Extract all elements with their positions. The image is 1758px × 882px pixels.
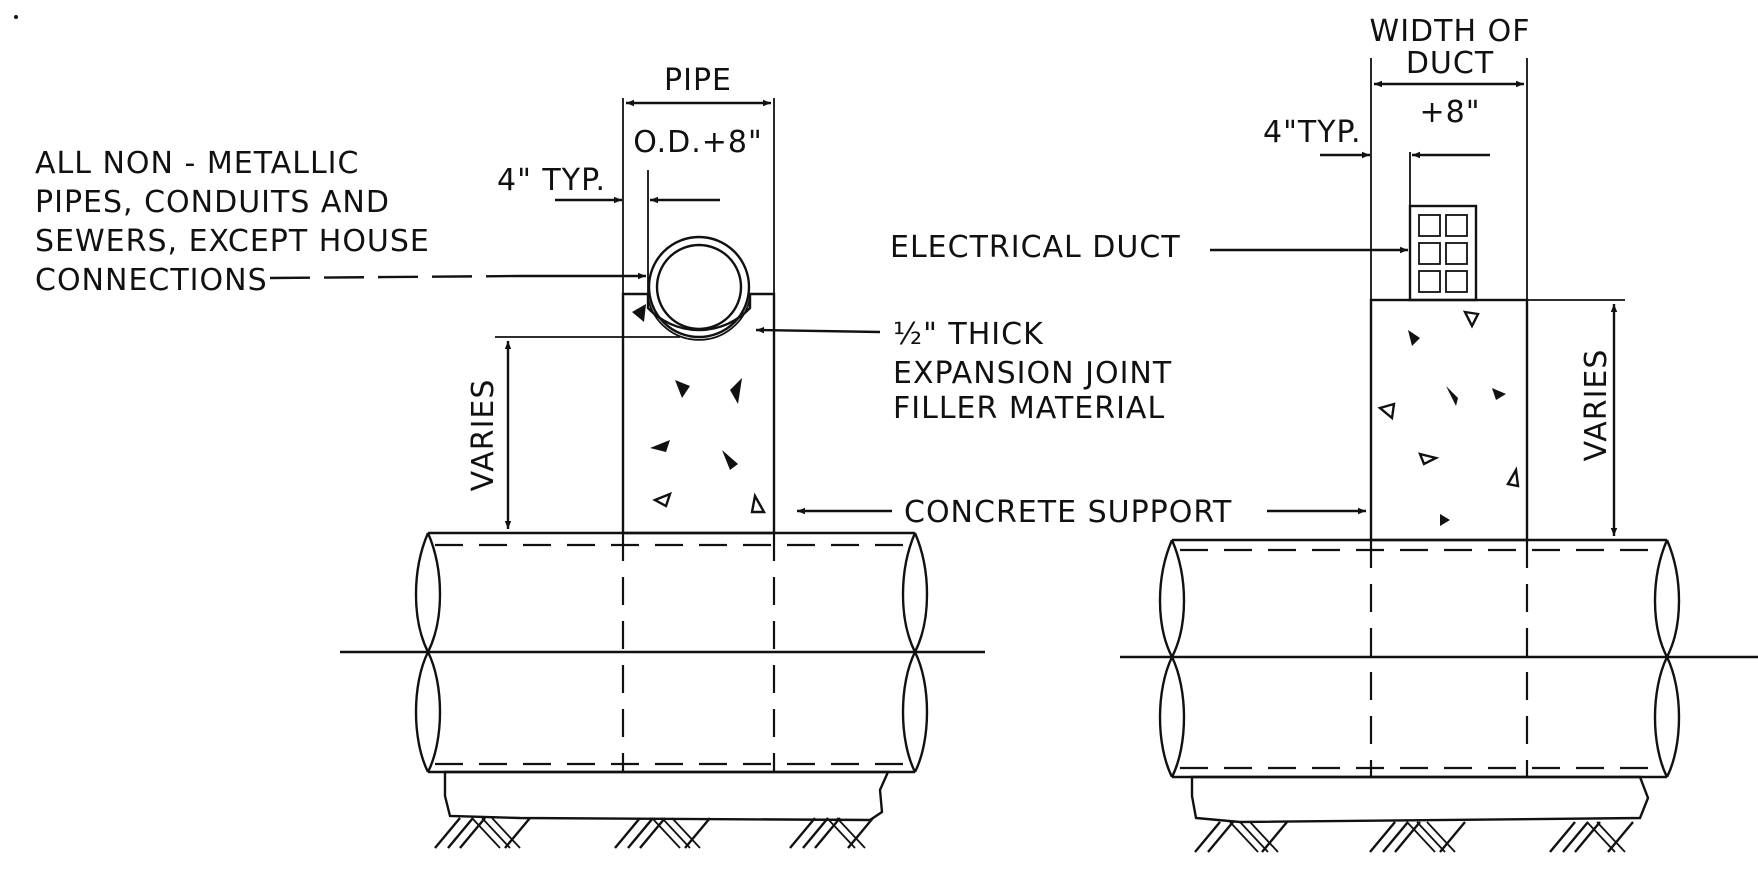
right-width-label-line-2: DUCT bbox=[1406, 46, 1494, 81]
stray-mark bbox=[14, 15, 18, 19]
callout-line-3: SEWERS, EXCEPT HOUSE bbox=[35, 224, 430, 259]
right-varies-label: VARIES bbox=[1579, 349, 1614, 462]
callout-line-4: CONNECTIONS bbox=[35, 263, 268, 298]
right-width-label-line-1: WIDTH OF bbox=[1370, 14, 1531, 49]
electrical-duct-label: ELECTRICAL DUCT bbox=[890, 230, 1181, 265]
concrete-support-label: CONCRETE SUPPORT bbox=[904, 495, 1232, 530]
left-detail: PIPE O.D.+8" 4" TYP. ALL NON - METALLIC … bbox=[35, 63, 1172, 849]
right-detail: WIDTH OF DUCT +8" 4"TYP. ELECTRICAL DUCT… bbox=[890, 14, 1758, 853]
concrete-support-callout: CONCRETE SUPPORT bbox=[797, 495, 1366, 530]
left-varies-dimension: VARIES bbox=[466, 336, 680, 529]
left-main-pipe bbox=[340, 531, 985, 774]
right-width-value-label: +8" bbox=[1419, 95, 1480, 130]
right-varies-dimension: VARIES bbox=[1527, 299, 1625, 536]
filler-line-2: EXPANSION JOINT bbox=[893, 356, 1172, 391]
right-main-pipe bbox=[1120, 538, 1758, 779]
callout-line-1: ALL NON - METALLIC bbox=[35, 146, 359, 181]
electrical-duct-icon bbox=[1408, 204, 1478, 302]
left-pipe-callout: ALL NON - METALLIC PIPES, CONDUITS AND S… bbox=[35, 146, 646, 298]
left-small-pipe bbox=[647, 235, 751, 341]
left-filler-callout: ½" THICK EXPANSION JOINT FILLER MATERIAL bbox=[755, 317, 1172, 426]
filler-line-3: FILLER MATERIAL bbox=[893, 391, 1165, 426]
right-typ-label: 4"TYP. bbox=[1263, 115, 1362, 150]
left-ground-hatch bbox=[434, 817, 874, 849]
right-bedding bbox=[1190, 775, 1650, 824]
left-varies-label: VARIES bbox=[466, 379, 501, 492]
filler-line-1: ½" THICK bbox=[893, 317, 1044, 352]
right-ground-hatch bbox=[1194, 821, 1634, 853]
right-concrete-support bbox=[1369, 298, 1529, 542]
callout-line-2: PIPES, CONDUITS AND bbox=[35, 185, 390, 220]
left-od-dimension-label: O.D.+8" bbox=[633, 125, 763, 160]
left-bedding bbox=[443, 770, 890, 822]
left-typ-label: 4" TYP. bbox=[497, 163, 606, 198]
left-pipe-label: PIPE bbox=[664, 63, 732, 98]
